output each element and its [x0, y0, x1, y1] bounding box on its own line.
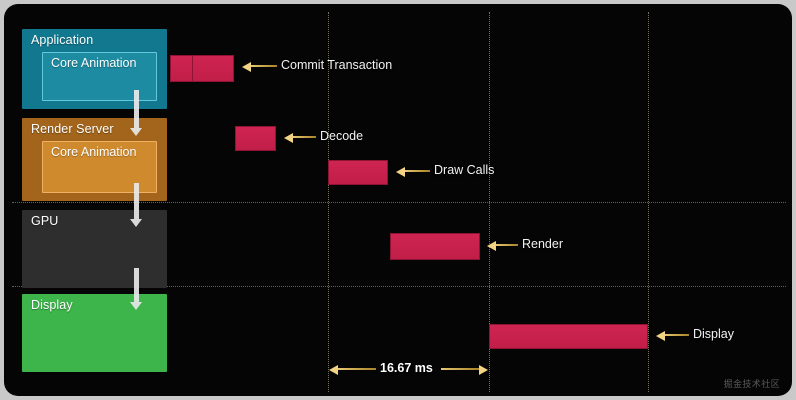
- inner-label-application-core-animation: Core Animation: [51, 56, 137, 70]
- gridline-horizontal-1: [12, 202, 786, 203]
- bar-commit-transaction: [170, 55, 234, 82]
- stage-box-application: Application Core Animation: [22, 29, 167, 109]
- bar-decode: [235, 126, 276, 151]
- connector-application-to-render-server: [134, 90, 139, 128]
- measure-arrowhead-left: [329, 365, 338, 375]
- connector-gpu-to-display: [134, 268, 139, 302]
- callout-label-decode: Decode: [320, 129, 364, 143]
- measure-label-16-67-ms: 16.67 ms: [380, 361, 433, 375]
- stage-box-display: Display: [22, 294, 167, 372]
- bar-render: [390, 233, 480, 260]
- bar-segment-divider-commit-transaction: [192, 56, 193, 81]
- inner-box-application-core-animation: Core Animation: [42, 52, 157, 101]
- stage-label-display: Display: [31, 298, 73, 312]
- stage-box-render-server: Render Server Core Animation: [22, 118, 167, 201]
- callout-line-commit-transaction: [251, 65, 277, 67]
- callout-line-render: [496, 244, 518, 246]
- connector-render-server-to-gpu: [134, 183, 139, 219]
- stage-label-gpu: GPU: [31, 214, 59, 228]
- watermark: 掘金技术社区: [723, 379, 780, 389]
- callout-label-draw-calls: Draw Calls: [434, 163, 495, 177]
- arrowhead-gpu-to-display: [130, 302, 142, 310]
- callout-arrowhead-display: [656, 331, 665, 341]
- inner-box-render-server-core-animation: Core Animation: [42, 141, 157, 193]
- measure-line-left: [338, 368, 376, 370]
- gridline-horizontal-2: [12, 286, 786, 287]
- measure-line-right: [441, 368, 479, 370]
- stage-label-application: Application: [31, 33, 94, 47]
- callout-arrowhead-render: [487, 241, 496, 251]
- bar-draw-calls: [328, 160, 388, 185]
- callout-label-commit-transaction: Commit Transaction: [281, 58, 393, 72]
- stage-label-render-server: Render Server: [31, 122, 114, 136]
- callout-label-display: Display: [693, 327, 734, 341]
- arrowhead-application-to-render-server: [130, 128, 142, 136]
- callout-arrowhead-commit-transaction: [242, 62, 251, 72]
- callout-label-render: Render: [522, 237, 563, 251]
- diagram-canvas: Application Core Animation Render Server…: [4, 4, 792, 396]
- callout-arrowhead-decode: [284, 133, 293, 143]
- bar-display: [489, 324, 648, 349]
- callout-line-draw-calls: [405, 170, 430, 172]
- inner-label-render-server-core-animation: Core Animation: [51, 145, 137, 159]
- callout-arrowhead-draw-calls: [396, 167, 405, 177]
- arrowhead-render-server-to-gpu: [130, 219, 142, 227]
- measure-arrowhead-right: [479, 365, 488, 375]
- stage-box-gpu: GPU: [22, 210, 167, 288]
- callout-line-decode: [293, 136, 316, 138]
- callout-line-display: [665, 334, 689, 336]
